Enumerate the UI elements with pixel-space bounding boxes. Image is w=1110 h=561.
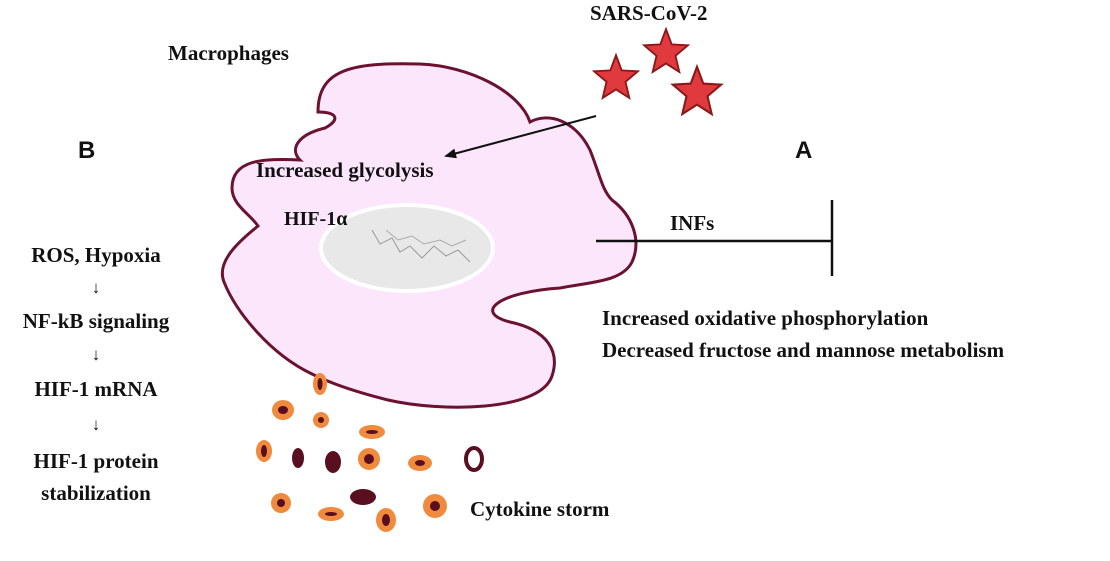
dna-squiggle — [371, 229, 471, 263]
virus-label: SARS-CoV-2 — [590, 1, 707, 25]
cytokine-dark-icon — [325, 451, 341, 473]
panel-a-label: A — [795, 137, 812, 164]
cytokine-core — [317, 378, 323, 390]
pathway-step-3: HIF-1 mRNA — [34, 377, 158, 401]
pathway-arrow-3: ↓ — [92, 415, 101, 434]
panel-b-label: B — [78, 137, 95, 164]
cytokine-core — [364, 454, 374, 464]
glycolysis-label: Increased glycolysis — [256, 158, 434, 182]
virus-entry-arrow — [444, 115, 597, 159]
infs-label: INFs — [670, 211, 714, 235]
pathway-list: ROS, Hypoxia ↓ NF-kB signaling ↓ HIF-1 m… — [23, 243, 170, 505]
cytokine-core — [366, 430, 378, 434]
cytokine-core — [415, 460, 425, 466]
pathway-step-2: NF-kB signaling — [23, 309, 170, 333]
pathway-step-1: ROS, Hypoxia — [31, 243, 161, 267]
cytokine-core — [430, 501, 440, 511]
star-icon — [641, 26, 691, 75]
pathway-arrow-2: ↓ — [92, 345, 101, 364]
metabolism-line2: Decreased fructose and mannose metabolis… — [602, 338, 1005, 362]
cytokine-core — [318, 417, 324, 423]
pathway-step-4-line1: HIF-1 protein — [33, 449, 158, 473]
star-icon — [591, 52, 641, 101]
cytokine-dark-icon — [350, 489, 376, 505]
cytokine-core — [277, 499, 285, 507]
cytokine-core — [278, 406, 288, 414]
pathway-step-4-line2: stabilization — [41, 481, 151, 505]
hif-label: HIF-1α — [284, 208, 347, 230]
star-icon — [670, 63, 724, 117]
cytokine-core — [325, 512, 337, 516]
cytokine-storm-label: Cytokine storm — [470, 497, 610, 521]
cytokine-dark-icon — [292, 448, 304, 468]
pathway-arrow-1: ↓ — [92, 278, 101, 297]
cytokine-ring-icon — [464, 446, 484, 472]
metabolism-line1: Increased oxidative phosphorylation — [602, 306, 929, 330]
cell-label: Macrophages — [168, 41, 289, 65]
cytokine-core — [261, 445, 267, 457]
cytokine-core — [382, 514, 390, 526]
virus-stars — [591, 26, 724, 117]
cytokine-particles — [256, 373, 484, 532]
dna-squiggle-2 — [385, 229, 467, 247]
